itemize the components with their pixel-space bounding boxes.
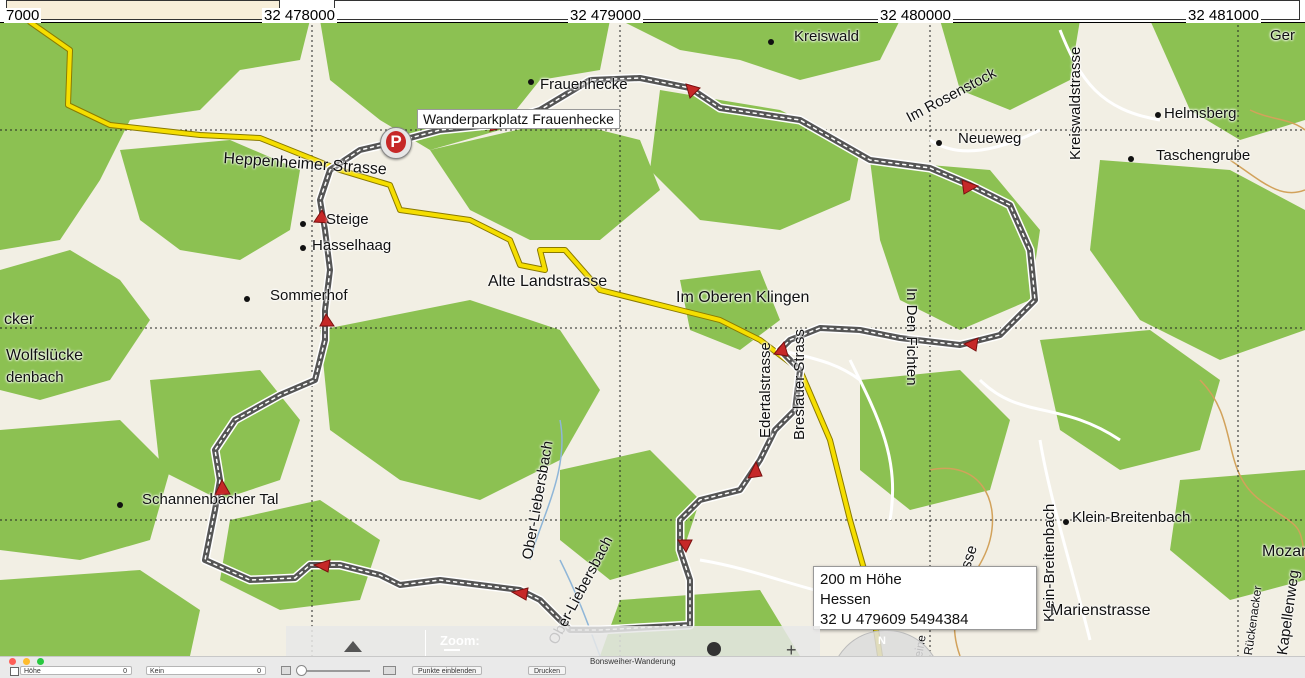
parking-icon[interactable]: P (380, 127, 412, 159)
grid-coord-label: 32 481000 (1186, 7, 1261, 24)
place-label: Sommerhof (270, 287, 348, 304)
zoom-out-button[interactable] (444, 649, 460, 651)
poi-dot (300, 221, 306, 227)
window-title: Bonsweiher-Wanderung (590, 657, 676, 666)
utm-grid (0, 20, 1305, 656)
image-small-icon[interactable] (281, 666, 291, 675)
drucken-button[interactable]: Drucken (528, 666, 567, 675)
coord-right-box (334, 0, 1300, 20)
kein-value: 0 (257, 668, 261, 675)
control-divider (425, 630, 426, 656)
compass-north-label: N (878, 635, 886, 647)
place-label: Im Oberen Klingen (676, 289, 810, 306)
image-large-icon[interactable] (383, 666, 396, 675)
status-bar (0, 656, 1305, 678)
street-label: In Den Fichten (903, 288, 920, 386)
close-window-button[interactable] (9, 658, 16, 665)
poi-dot (1155, 112, 1161, 118)
place-label: Taschengrube (1156, 147, 1251, 164)
coord-left-box (6, 0, 280, 20)
place-label: denbach (6, 369, 64, 386)
place-label: Hasselhaag (312, 237, 392, 254)
street-label: Kreiswaldstrasse (1067, 46, 1084, 160)
place-label: Neueweg (958, 130, 1022, 147)
parking-letter: P (386, 131, 406, 153)
zoom-slider-knob[interactable] (707, 642, 721, 656)
size-slider-knob[interactable] (296, 665, 307, 676)
grid-coord-label: 32 479000 (568, 7, 643, 24)
utm-coordinates-text: 32 U 479609 5494384 (820, 611, 969, 628)
place-label: Schannenbacher Tal (142, 491, 279, 508)
place-label: Mozar (1262, 543, 1305, 560)
map-control-panel (286, 626, 820, 656)
grid-coord-label: 7000 (4, 7, 42, 24)
grid-coord-label: 32 478000 (262, 7, 337, 24)
hoehe-value: 0 (123, 668, 127, 675)
elevation-text: 200 m Höhe (820, 571, 902, 588)
poi-dot (1063, 519, 1069, 525)
minimize-window-button[interactable] (23, 658, 30, 665)
street-label: Marienstrasse (1050, 602, 1151, 619)
place-label: Steige (326, 211, 369, 228)
tilt-up-icon[interactable] (344, 641, 362, 652)
poi-dot (768, 39, 774, 45)
place-label: cker (4, 311, 35, 328)
poi-dot (528, 79, 534, 85)
poi-dot (1128, 156, 1134, 162)
waypoint-label[interactable]: Wanderparkplatz Frauenhecke (417, 109, 620, 129)
poi-dot (936, 140, 942, 146)
region-text: Hessen (820, 591, 871, 608)
zoom-in-button[interactable]: + (786, 640, 797, 656)
size-slider-track[interactable] (298, 670, 370, 672)
poi-dot (117, 502, 123, 508)
coordinate-strip (0, 0, 1305, 23)
place-label: Ger (1270, 27, 1296, 44)
grid-coord-label: 32 480000 (878, 7, 953, 24)
map-canvas[interactable] (0, 0, 1305, 656)
place-label: Kreiswald (794, 28, 860, 45)
street-label: Breslauer Strass (791, 329, 808, 440)
kein-label: Kein (150, 668, 165, 675)
poi-dot (300, 245, 306, 251)
map-view[interactable]: 7000 32 478000 32 479000 32 480000 32 48… (0, 0, 1305, 656)
street-label: Edertalstrasse (757, 342, 774, 438)
hoehe-checkbox[interactable] (10, 667, 19, 676)
location-info-popup: 200 m Höhe Hessen 32 U 479609 5494384 (813, 566, 1037, 630)
hoehe-label: Höhe (24, 668, 41, 675)
zoom-label: Zoom: (440, 633, 480, 648)
place-label: Wolfslücke (6, 347, 84, 364)
place-label: Klein-Breitenbach (1072, 509, 1191, 526)
hoehe-field[interactable]: Höhe 0 (20, 666, 132, 675)
poi-dot (244, 296, 250, 302)
place-label: Helmsberg (1164, 105, 1237, 122)
punkte-einblenden-button[interactable]: Punkte einblenden (412, 666, 482, 675)
street-label: Alte Landstrasse (488, 273, 608, 290)
place-label: Frauenhecke (540, 76, 628, 93)
zoom-window-button[interactable] (37, 658, 44, 665)
kein-field[interactable]: Kein 0 (146, 666, 266, 675)
hiking-track (200, 73, 1040, 635)
